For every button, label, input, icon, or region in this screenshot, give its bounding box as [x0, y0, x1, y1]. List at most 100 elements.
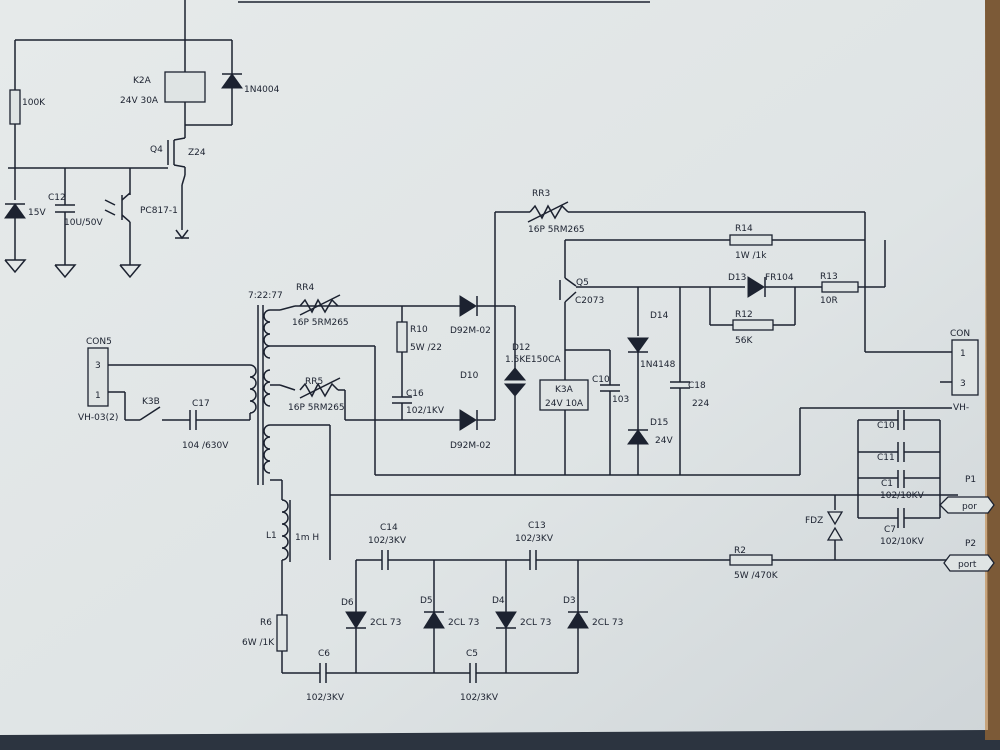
k2a-label: K2A — [133, 76, 152, 86]
c1-label: C1 — [881, 479, 893, 489]
rr3-value: 16P 5RM265 — [528, 225, 585, 235]
l1-value: 1m H — [295, 533, 319, 543]
r14-value: 1W /1k — [735, 251, 767, 261]
con5-pin3: 3 — [95, 361, 101, 371]
d6-value: 2CL 73 — [370, 618, 401, 628]
d13-value: FR104 — [765, 273, 794, 283]
r6-label: R6 — [260, 618, 272, 628]
rr5-label: RR5 — [305, 377, 323, 387]
rr3-label: RR3 — [532, 189, 550, 199]
con-right-pin1: 1 — [960, 349, 966, 359]
d10-label: D10 — [460, 371, 479, 381]
p1-port-text: por — [962, 502, 977, 512]
d4-value: 2CL 73 — [520, 618, 551, 628]
d13-label: D13 — [728, 273, 746, 283]
p2-label: P2 — [965, 539, 976, 549]
p1-port — [939, 496, 995, 514]
d4-diode — [495, 611, 517, 629]
c18-label: C18 — [688, 381, 706, 391]
r12-resistor — [732, 319, 774, 331]
rr4-label: RR4 — [296, 283, 315, 293]
d5-label: D5 — [420, 596, 433, 606]
d92m-bottom-label: D92M-02 — [450, 441, 491, 451]
con-right-label: CON — [950, 329, 970, 339]
d14-value: 1N4148 — [640, 360, 676, 370]
c18-value: 224 — [692, 399, 709, 409]
r6-resistor — [276, 614, 288, 652]
paper — [0, 0, 988, 735]
d14-label: D14 — [650, 311, 669, 321]
c13-label: C13 — [528, 521, 546, 531]
d3-label: D3 — [563, 596, 576, 606]
rr5-value: 16P 5RM265 — [288, 403, 345, 413]
transformer: 7:22:77 — [248, 291, 283, 485]
r-100k-label: 100K — [22, 98, 46, 108]
c16-label: C16 — [406, 389, 424, 399]
d4-label: D4 — [492, 596, 505, 606]
c11-label: C11 — [877, 453, 895, 463]
k2a-value: 24V 30A — [120, 96, 159, 106]
d-1n4004-diode — [221, 73, 243, 89]
r14-label: R14 — [735, 224, 753, 234]
c14-label: C14 — [380, 523, 398, 533]
d6-diode — [345, 611, 367, 629]
k3a-label: K3A — [555, 385, 574, 395]
con5-pin1: 1 — [95, 391, 101, 401]
c10s-label: C10 — [592, 375, 610, 385]
d15-label: D15 — [650, 418, 668, 428]
c10-bank-label: C10 — [877, 421, 895, 431]
d92m-top-label: D92M-02 — [450, 326, 491, 336]
c17-label: C17 — [192, 399, 210, 409]
r13-value: 10R — [820, 296, 838, 306]
d14-diode — [627, 337, 649, 353]
output-connector: CON 1 3 VH- — [950, 329, 979, 413]
con5-connector — [87, 347, 109, 407]
r2-value: 5W /470K — [734, 571, 779, 581]
k3a-drive-section: R14 1W /1k Q5 C2073 K3A 24V 10A C10 103 … — [375, 224, 952, 476]
d92m-bottom-diode — [459, 409, 477, 431]
k3a-coil — [539, 379, 589, 411]
q4-label: Q4 — [150, 145, 163, 155]
c10s-value: 103 — [612, 395, 629, 405]
d12-tvs — [503, 367, 527, 381]
c5-label: C5 — [466, 649, 478, 659]
r2-resistor — [729, 554, 773, 566]
con5-label: CON5 — [86, 337, 112, 347]
d13-diode — [747, 276, 765, 298]
r10-resistor — [396, 321, 408, 353]
d6-label: D6 — [341, 598, 354, 608]
l1-label: L1 — [266, 531, 277, 541]
q4-value: Z24 — [188, 148, 206, 158]
c14-value: 102/3KV — [368, 536, 407, 546]
z-15v-label: 15V — [28, 208, 46, 218]
r12-value: 56K — [735, 336, 753, 346]
r14-resistor — [729, 234, 773, 246]
d12-value: 1.5KE150CA — [505, 355, 561, 365]
c17-value: 104 /630V — [182, 441, 229, 451]
k2a-coil — [164, 71, 206, 103]
hv-multiplier-section: L1 1m H R6 6W /1K C6 102/3KV C5 102/3KV … — [242, 410, 995, 703]
r12-label: R12 — [735, 310, 753, 320]
d12-label: D12 — [512, 343, 530, 353]
k3a-value: 24V 10A — [545, 399, 584, 409]
d5-value: 2CL 73 — [448, 618, 479, 628]
relay-driver-section: K2A 24V 30A 1N4004 Q4 Z24 100K 15V C12 — [4, 0, 650, 279]
t1-ratio-label: 7:22:77 — [248, 291, 283, 301]
q5-label: Q5 — [576, 278, 589, 288]
d-1n4004-label: 1N4004 — [244, 85, 280, 95]
c6-label: C6 — [318, 649, 330, 659]
p1-label: P1 — [965, 475, 976, 485]
d15-value: 24V — [655, 436, 673, 446]
c13-value: 102/3KV — [515, 534, 554, 544]
r13-label: R13 — [820, 272, 838, 282]
c7-value: 102/10KV — [880, 537, 925, 547]
fdz-label: FDZ — [805, 516, 823, 526]
k3b-label: K3B — [142, 397, 160, 407]
r2-label: R2 — [734, 546, 746, 556]
c6-value: 102/3KV — [306, 693, 345, 703]
r-100k-resistor — [9, 89, 21, 125]
con-right-connector — [951, 339, 979, 396]
d3-value: 2CL 73 — [592, 618, 623, 628]
r10-label: R10 — [410, 325, 428, 335]
